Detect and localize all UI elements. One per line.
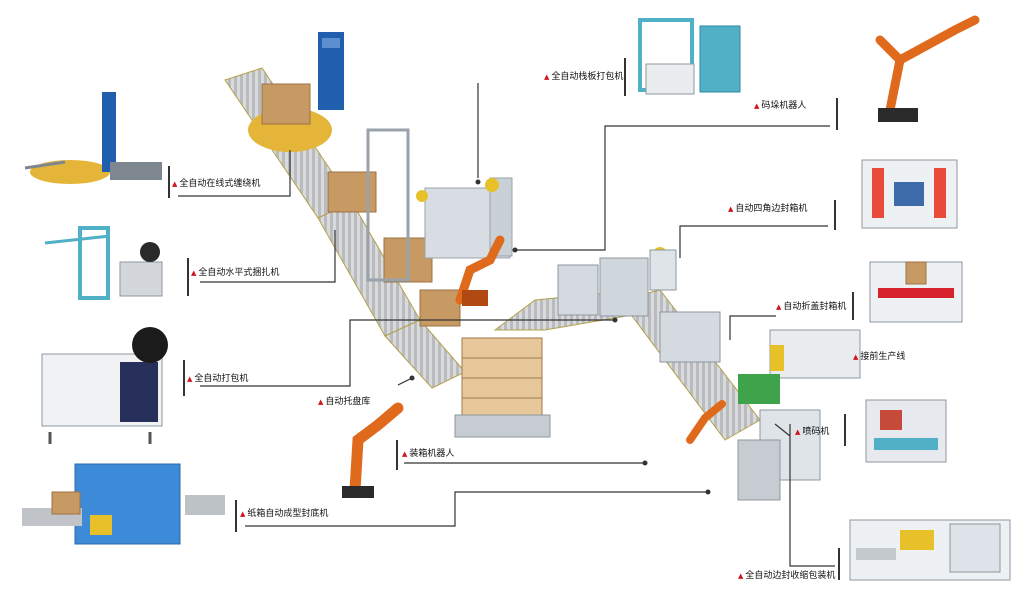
marker-icon: ▲ [191, 269, 197, 277]
label-bar [838, 548, 840, 580]
thumb-palletizing-robot-standalone [342, 402, 404, 498]
marker-icon: ▲ [728, 205, 734, 213]
thumb-auto-strapper [41, 327, 168, 444]
label-bar [836, 98, 838, 130]
marker-icon: ▲ [754, 102, 760, 110]
label-inkjet-coder: ▲喷码机 [795, 427, 830, 437]
label-bar [187, 258, 189, 296]
marker-icon: ▲ [402, 450, 408, 458]
marker-icon: ▲ [544, 73, 550, 81]
marker-icon: ▲ [187, 375, 193, 383]
line-stretch-wrapper [248, 32, 344, 152]
label-bar [834, 200, 836, 230]
leader-dots [409, 179, 711, 495]
label-palletizing-robot: ▲码垛机器人 [754, 101, 807, 111]
label-bar [183, 360, 185, 396]
marker-icon: ▲ [795, 428, 801, 436]
marker-icon: ▲ [240, 510, 246, 518]
thumb-shrink-wrapper [849, 519, 1011, 581]
label-auto-strapper: ▲全自动打包机 [187, 374, 249, 384]
marker-icon: ▲ [776, 303, 782, 311]
label-bar [852, 292, 854, 320]
marker-icon: ▲ [738, 572, 744, 580]
label-bar [168, 166, 170, 198]
thumb-inkjet-coder [865, 399, 947, 463]
thumb-stretch-wrapper [24, 92, 162, 184]
thumb-pallet-strapper [638, 18, 741, 95]
label-pallet-dispenser: ▲自动托盘库 [318, 397, 371, 407]
thumb-case-erector [22, 463, 225, 545]
label-bar [396, 440, 398, 470]
label-stretch-wrapper: ▲全自动在线式缠绕机 [172, 179, 261, 189]
thumb-palletizing-robot [875, 15, 980, 122]
marker-icon: ▲ [172, 180, 178, 188]
mid-sealers [557, 247, 677, 317]
label-upstream-line: ▲接前生产线 [853, 352, 906, 362]
pallet-stack [454, 337, 551, 438]
label-bar [235, 500, 237, 532]
label-case-packing-robot: ▲装箱机器人 [402, 449, 455, 459]
label-bar [844, 414, 846, 446]
thumb-horizontal-strapper [44, 226, 163, 300]
right-group [659, 311, 861, 501]
label-shrink-wrapper: ▲全自动边封收缩包装机 [738, 571, 836, 581]
label-case-erector: ▲纸箱自动成型封底机 [240, 509, 329, 519]
label-pallet-strapper: ▲全自动栈板打包机 [544, 72, 624, 82]
label-horizontal-strapper: ▲全自动水平式捆扎机 [191, 268, 280, 278]
marker-icon: ▲ [853, 353, 859, 361]
palletizing-cell [366, 128, 513, 306]
thumb-flap-sealer [869, 261, 963, 323]
label-bar [624, 58, 626, 96]
marker-icon: ▲ [318, 398, 324, 406]
label-four-corner-sealer: ▲自动四角边封箱机 [728, 204, 808, 214]
thumb-four-corner-sealer [861, 159, 958, 229]
label-flap-sealer: ▲自动折盖封箱机 [776, 302, 847, 312]
leader-lines [178, 83, 835, 567]
